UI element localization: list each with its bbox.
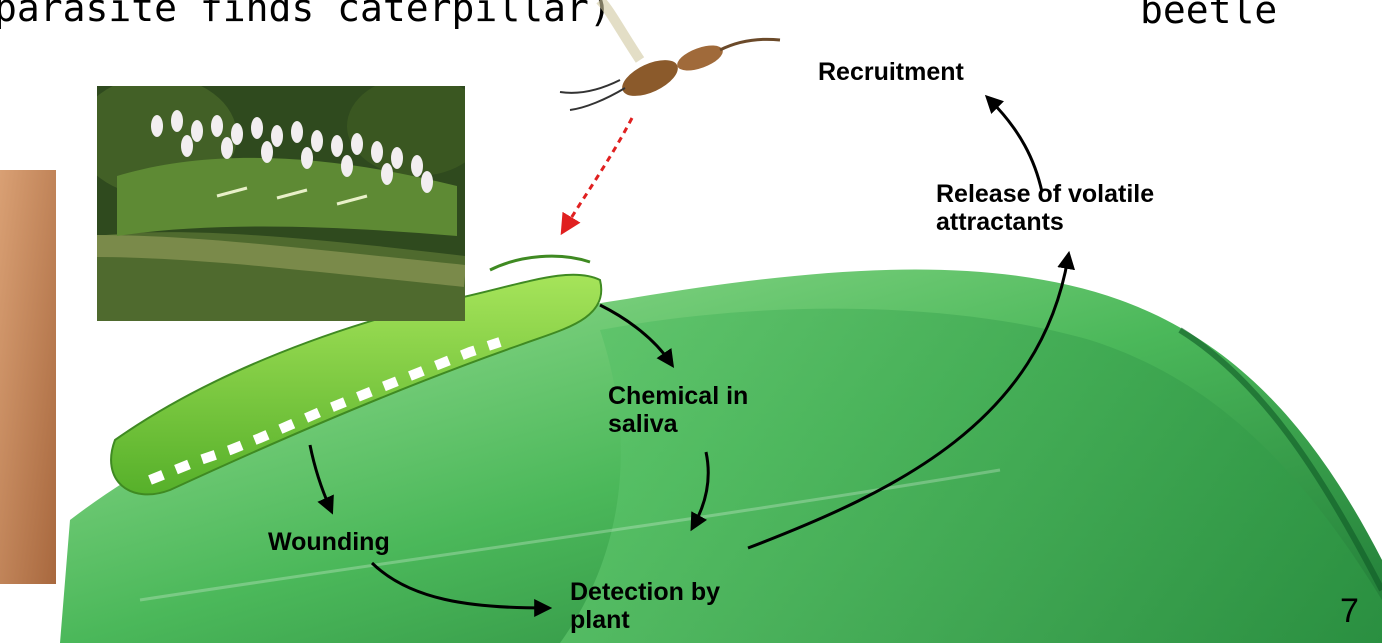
label-release-of-volatile-attractants: Release of volatile attractants [936, 180, 1154, 236]
page-number: 7 [1340, 592, 1359, 631]
wasp [560, 0, 780, 110]
leaf [60, 270, 1382, 643]
red-arrow [565, 118, 632, 228]
label-recruitment: Recruitment [818, 58, 964, 86]
label-wounding: Wounding [268, 528, 390, 556]
label-chemical-in-saliva: Chemical in saliva [608, 382, 748, 438]
arrow-release-to-recruitment [990, 100, 1042, 192]
parasitized-caterpillar-photo [97, 86, 465, 321]
skin-photo [0, 170, 56, 584]
label-detection-by-plant: Detection by plant [570, 578, 720, 634]
